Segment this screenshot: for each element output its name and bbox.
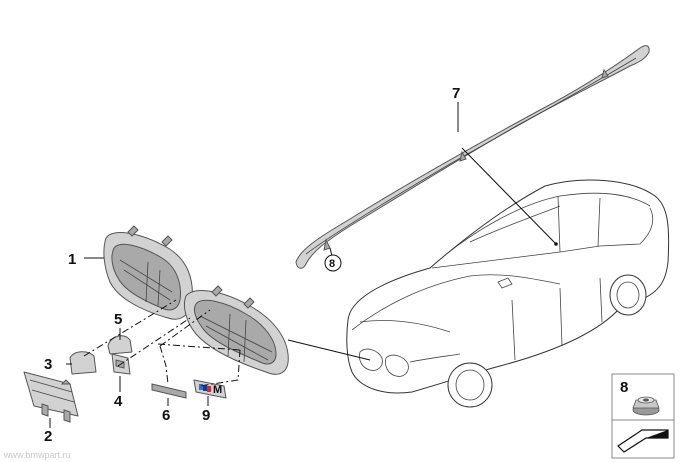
callout-3: 3 [44,356,52,373]
callout-6: 6 [162,407,170,424]
cap-part[interactable] [69,351,97,375]
callout-5: 5 [114,311,122,328]
kidney-grille-part[interactable] [103,225,289,375]
assembly-lines [83,299,241,387]
trim-strip-part[interactable] [151,383,187,399]
callout-labels: 1 2 3 4 5 6 7 9 8 [44,85,460,445]
callout-8-circle [324,254,342,272]
m-badge-part[interactable]: M [193,379,227,399]
callout-8: 8 [329,258,335,270]
callout-7: 7 [452,85,460,102]
legend-callout-8: 8 [620,379,628,396]
small-cap-part[interactable] [107,335,133,355]
car-illustration [346,179,670,408]
badge-letter: M [213,384,222,396]
callout-9: 9 [202,407,210,424]
callout-1: 1 [68,251,76,268]
callout-2: 2 [44,428,52,445]
cover-panel-part[interactable] [23,371,79,423]
watermark-text: www.bmwpart.ru [3,450,71,460]
callout-4: 4 [114,393,123,410]
roof-rail-part[interactable] [295,45,650,269]
arrow-icon[interactable] [617,429,669,453]
legend-box: 8 [611,373,675,459]
nut-part[interactable] [632,396,660,416]
